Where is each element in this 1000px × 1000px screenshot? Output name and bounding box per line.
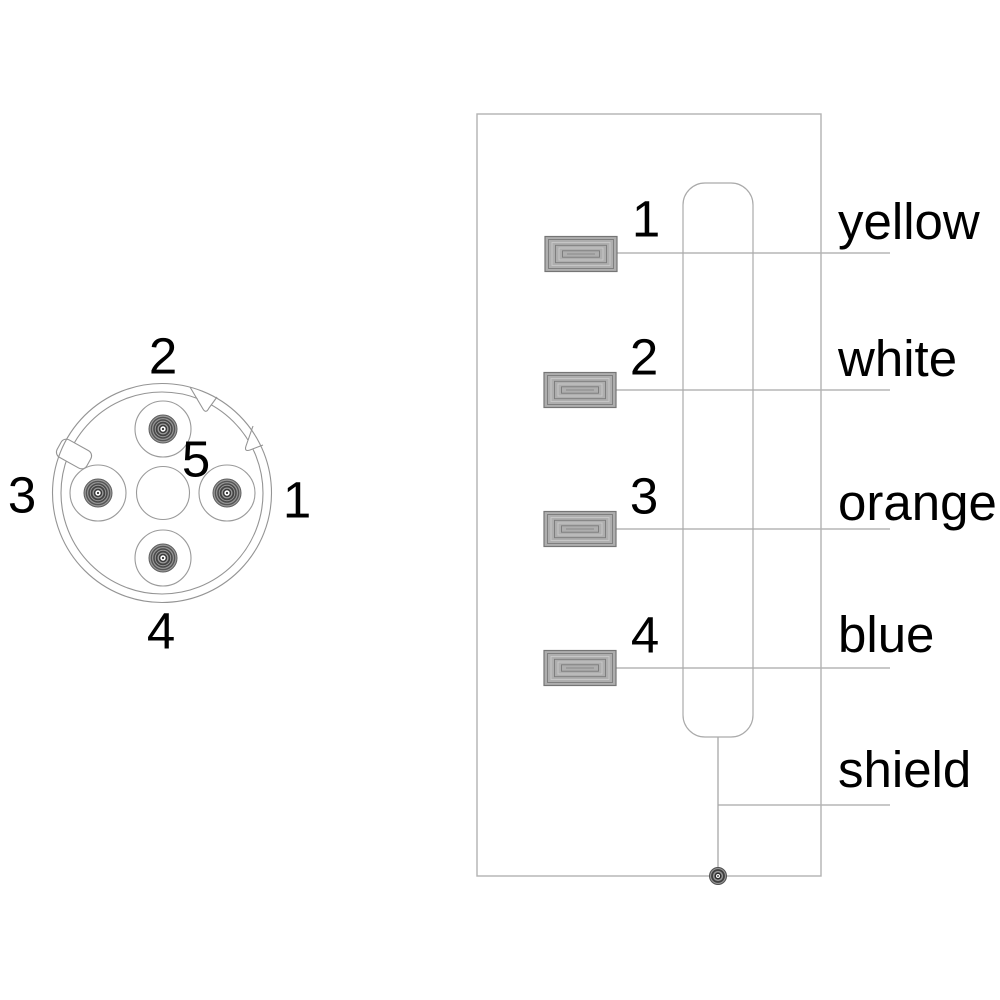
cavity-pin3	[69, 464, 127, 522]
pad-pin2	[543, 371, 617, 409]
pad-pin1	[544, 235, 618, 273]
wire-color-label-white: white	[838, 330, 958, 387]
schematic-pin1-number: 1	[631, 190, 661, 248]
pad-pin4	[543, 649, 617, 687]
wire-color-label-orange: orange	[838, 474, 997, 531]
contact-pin1	[212, 478, 242, 508]
cavity-pin5-center	[135, 465, 191, 521]
face-pin2-label: 2	[148, 327, 178, 385]
schematic-pin4-number: 4	[630, 606, 660, 664]
rim-inner	[60, 391, 264, 595]
face-pin1-label: 1	[282, 471, 312, 529]
shield-termination-point	[708, 866, 728, 886]
contact-pin3	[83, 478, 113, 508]
schematic-box	[476, 113, 890, 886]
schematic-pin3-number: 3	[629, 467, 659, 525]
wire-color-label-blue: blue	[838, 606, 935, 663]
cavity-pin4	[134, 529, 192, 587]
notch-top	[189, 384, 219, 413]
contact-pin4	[148, 543, 178, 573]
schematic-pin2-number: 2	[629, 328, 659, 386]
contact-pin2	[148, 414, 178, 444]
rim-outer	[51, 382, 273, 604]
face-pin4-label: 4	[146, 602, 176, 660]
face-pin5-label: 5	[181, 430, 211, 488]
cavity-pin2	[134, 400, 192, 458]
connector-face	[51, 382, 273, 604]
wire-shield-label: shield	[838, 741, 972, 798]
pad-pin3	[543, 510, 617, 548]
wire-color-label-yellow: yellow	[838, 193, 980, 250]
keyway-slot	[55, 438, 93, 470]
housing-outline	[476, 113, 822, 877]
cable-channel-outline	[682, 182, 754, 738]
face-pin3-label: 3	[7, 466, 37, 524]
cavity-pin1	[198, 464, 256, 522]
